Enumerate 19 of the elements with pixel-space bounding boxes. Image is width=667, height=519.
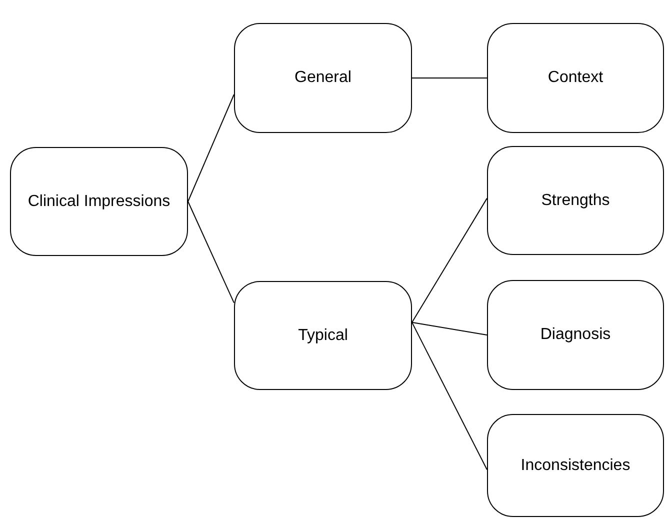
rounded-box bbox=[234, 23, 412, 133]
node-label: General bbox=[294, 69, 352, 87]
node-label: Inconsistencies bbox=[520, 456, 630, 474]
rounded-box bbox=[10, 147, 188, 256]
rounded-box bbox=[487, 146, 664, 255]
rounded-box bbox=[487, 280, 664, 390]
node-label: Clinical Impressions bbox=[28, 192, 170, 210]
rounded-box bbox=[234, 281, 412, 390]
connector-line bbox=[412, 198, 488, 323]
node-label: Diagnosis bbox=[540, 326, 611, 344]
rounded-box bbox=[487, 414, 664, 517]
node-label: Strengths bbox=[541, 192, 610, 210]
rounded-box bbox=[487, 23, 664, 133]
node-label: Context bbox=[548, 69, 604, 87]
connector-line bbox=[188, 201, 234, 304]
connector-line bbox=[188, 94, 234, 202]
connector-line bbox=[412, 322, 488, 336]
node-label: Typical bbox=[298, 326, 348, 344]
connector-line bbox=[412, 322, 488, 470]
